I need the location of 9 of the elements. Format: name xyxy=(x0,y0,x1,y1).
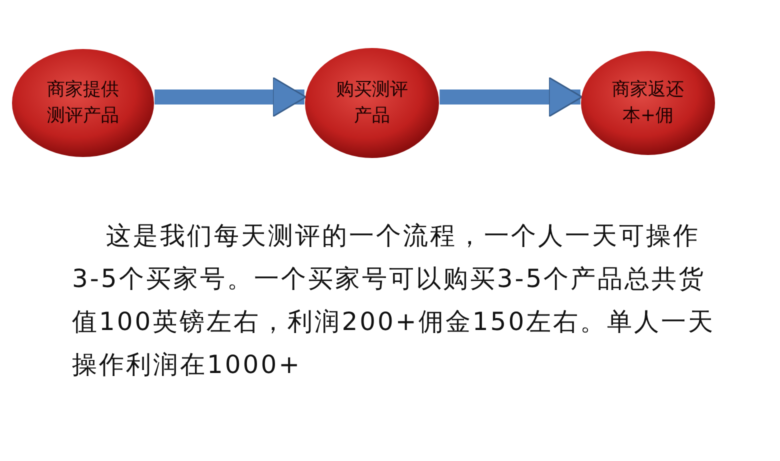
arrow xyxy=(154,76,307,118)
process-ellipse xyxy=(304,47,440,159)
description-paragraph: 这是我们每天测评的一个流程，一个人一天可操作3-5个买家号。一个买家号可以购买3-5个产品总共货值100英镑左右，利润200+佣金150左右。单人一天操作利润在1000+ xyxy=(72,220,716,381)
step-text: 商家提供测评产品 xyxy=(46,78,120,128)
arrow xyxy=(440,76,583,118)
step-text: 商家返还本+佣 xyxy=(611,78,685,128)
step-text: 购买测评产品 xyxy=(335,78,409,128)
process-ellipse xyxy=(11,48,155,158)
process-ellipse xyxy=(580,50,716,156)
